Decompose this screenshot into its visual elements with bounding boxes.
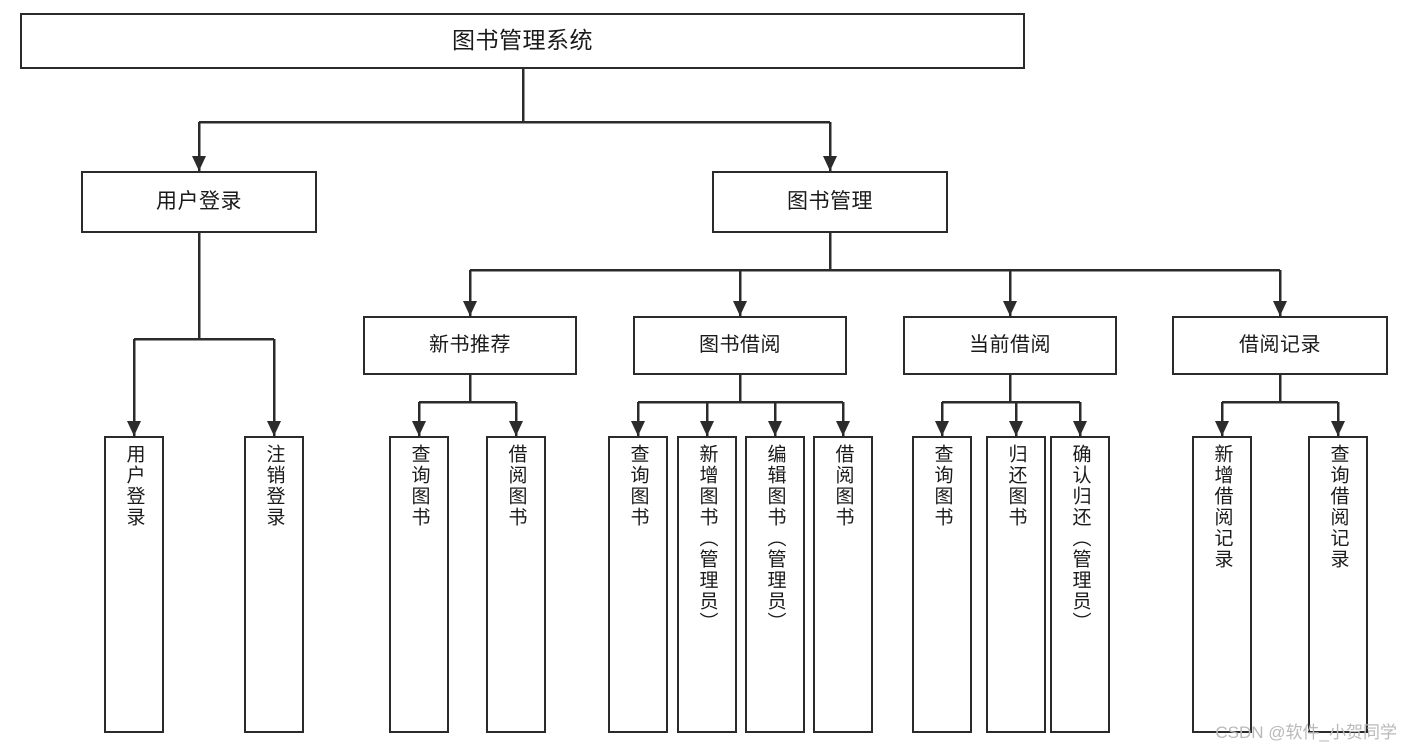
arrow-head-icon: [192, 156, 206, 171]
node-label: 借阅图书: [832, 444, 854, 528]
node-leaf-query-book-2[interactable]: 查询图书: [608, 436, 668, 733]
node-label: 借阅图书: [505, 444, 527, 528]
arrow-head-icon: [1331, 421, 1345, 436]
arrow-head-icon: [127, 421, 141, 436]
node-leaf-edit-book[interactable]: 编辑图书（管理员）: [745, 436, 805, 733]
arrow-head-icon: [509, 421, 523, 436]
node-user-login[interactable]: 用户登录: [81, 171, 317, 233]
node-current-borrow[interactable]: 当前借阅: [903, 316, 1117, 375]
node-leaf-return-book[interactable]: 归还图书: [986, 436, 1046, 733]
arrow-head-icon: [1073, 421, 1087, 436]
arrow-head-icon: [463, 301, 477, 316]
node-label: 查询图书: [931, 444, 953, 528]
arrow-head-icon: [1215, 421, 1229, 436]
arrow-head-icon: [768, 421, 782, 436]
arrow-head-icon: [733, 301, 747, 316]
arrow-head-icon: [700, 421, 714, 436]
node-leaf-user-login[interactable]: 用户登录: [104, 436, 164, 733]
node-label: 新增借阅记录: [1211, 444, 1233, 570]
node-label: 当前借阅: [969, 333, 1051, 356]
node-label: 归还图书: [1005, 444, 1027, 528]
node-leaf-confirm-return[interactable]: 确认归还（管理员）: [1050, 436, 1110, 733]
arrow-head-icon: [631, 421, 645, 436]
node-new-book-recommend[interactable]: 新书推荐: [363, 316, 577, 375]
arrow-head-icon: [1009, 421, 1023, 436]
node-label: 查询借阅记录: [1327, 444, 1349, 570]
node-label: 图书管理系统: [452, 27, 593, 54]
node-label: 用户登录: [156, 189, 242, 213]
arrow-head-icon: [823, 156, 837, 171]
node-leaf-query-borrow-record[interactable]: 查询借阅记录: [1308, 436, 1368, 733]
node-label: 编辑图书（管理员）: [764, 444, 786, 633]
node-leaf-query-book-1[interactable]: 查询图书: [389, 436, 449, 733]
arrow-head-icon: [836, 421, 850, 436]
arrow-head-icon: [1003, 301, 1017, 316]
node-leaf-borrow-book-2[interactable]: 借阅图书: [813, 436, 873, 733]
node-leaf-borrow-book-1[interactable]: 借阅图书: [486, 436, 546, 733]
node-leaf-query-book-3[interactable]: 查询图书: [912, 436, 972, 733]
node-label: 图书借阅: [699, 333, 781, 356]
node-label: 查询图书: [627, 444, 649, 528]
node-leaf-logout[interactable]: 注销登录: [244, 436, 304, 733]
node-label: 注销登录: [263, 444, 285, 528]
node-label: 图书管理: [787, 189, 873, 213]
arrow-head-icon: [935, 421, 949, 436]
node-book-manage[interactable]: 图书管理: [712, 171, 948, 233]
node-root[interactable]: 图书管理系统: [20, 13, 1025, 69]
node-label: 用户登录: [123, 444, 145, 528]
node-label: 新增图书（管理员）: [696, 444, 718, 633]
node-label: 查询图书: [408, 444, 430, 528]
node-leaf-add-borrow-record[interactable]: 新增借阅记录: [1192, 436, 1252, 733]
arrow-head-icon: [267, 421, 281, 436]
arrow-head-icon: [1273, 301, 1287, 316]
node-book-borrow[interactable]: 图书借阅: [633, 316, 847, 375]
node-leaf-add-book[interactable]: 新增图书（管理员）: [677, 436, 737, 733]
node-label: 新书推荐: [429, 333, 511, 356]
node-borrow-record[interactable]: 借阅记录: [1172, 316, 1388, 375]
arrow-head-icon: [412, 421, 426, 436]
node-label: 确认归还（管理员）: [1069, 444, 1091, 633]
node-label: 借阅记录: [1239, 333, 1321, 356]
